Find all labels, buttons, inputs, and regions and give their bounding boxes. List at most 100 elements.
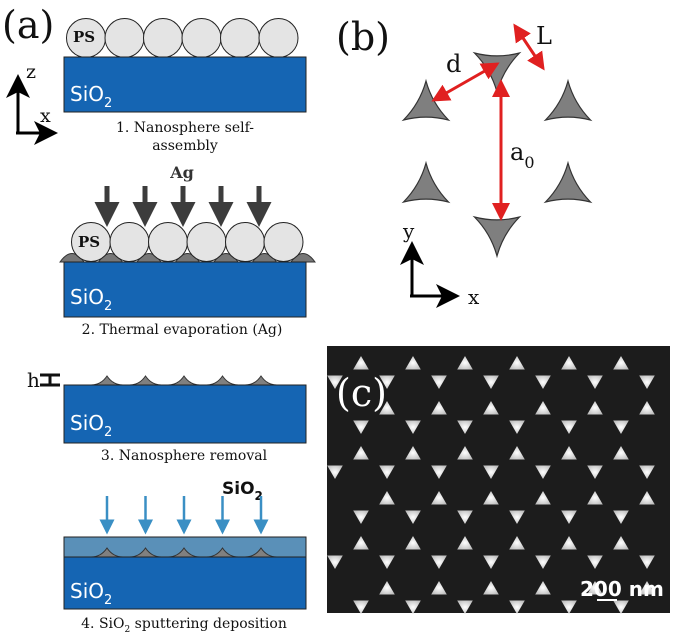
sem-nanotriangle <box>613 446 629 460</box>
panel-b-label: (b) <box>336 15 390 59</box>
sem-nanotriangle <box>535 491 551 505</box>
sem-nanotriangle <box>587 375 603 389</box>
sem-nanotriangle <box>431 555 447 569</box>
sem-nanotriangle <box>327 465 343 479</box>
substrate-3 <box>63 384 307 444</box>
ps-sphere <box>181 18 222 58</box>
sem-nanotriangle <box>535 465 551 479</box>
sem-nanotriangle <box>483 465 499 479</box>
sem-nanotriangle <box>431 491 447 505</box>
ag-nanoparticle <box>206 375 239 386</box>
substrate-1 <box>63 56 307 113</box>
sem-nanotriangle <box>457 600 473 614</box>
nanotriangle <box>401 78 451 122</box>
nanotriangle <box>543 160 593 204</box>
triangle-array <box>401 51 593 259</box>
sem-nanotriangle <box>587 491 603 505</box>
sem-nanotriangle <box>561 420 577 434</box>
substrate-4 <box>63 556 307 610</box>
sem-nanotriangle <box>639 581 655 595</box>
sem-nanotriangle <box>457 446 473 460</box>
sem-nanotriangle <box>483 581 499 595</box>
h-bracket <box>40 373 60 387</box>
panel-c-label: (c) <box>336 371 387 415</box>
sem-nanotriangle <box>379 465 395 479</box>
sem-nanotriangle <box>509 600 525 614</box>
sem-nanotriangle <box>457 420 473 434</box>
nanotriangle <box>401 160 451 204</box>
sem-nanotriangle <box>483 401 499 415</box>
sem-nanotriangle <box>483 491 499 505</box>
sem-nanotriangle <box>457 356 473 370</box>
sem-nanotriangle <box>509 536 525 550</box>
h-label: h <box>27 368 40 392</box>
substrate-label-1: SiO2 <box>70 82 112 111</box>
sem-nanotriangle <box>613 600 629 614</box>
ps-sphere <box>143 18 183 58</box>
ag-nanoparticle <box>129 375 162 386</box>
sem-nanotriangle <box>379 491 395 505</box>
sem-nanotriangle <box>379 375 395 389</box>
axis-y-label: y <box>402 219 415 243</box>
sem-nanotriangle <box>509 510 525 524</box>
axis-x-label-b: x <box>468 285 480 309</box>
ps-sphere <box>109 222 150 262</box>
sem-nanotriangle <box>353 420 369 434</box>
sio2-deposit-label: SiO2 <box>222 479 263 503</box>
step4-diagram: SiO2 SiO2 4. SiO2 sputtering deposition <box>63 479 307 635</box>
substrate-2 <box>63 261 307 318</box>
panel-c-sem-image: (c) 200 nm <box>327 346 670 614</box>
d-arrow <box>431 62 500 102</box>
sem-nanotriangle <box>405 420 421 434</box>
sem-nanotriangle <box>457 510 473 524</box>
L-label: L <box>536 22 552 50</box>
sem-nanotriangle <box>613 356 629 370</box>
step1-diagram: PS SiO2 1. Nanosphere self- assembly <box>63 18 307 154</box>
axis-z-label: z <box>26 61 36 83</box>
sem-nanotriangle <box>405 510 421 524</box>
ps-sphere <box>104 18 145 58</box>
sem-nanotriangle <box>353 600 369 614</box>
sem-nanotriangle <box>587 465 603 479</box>
sem-nanotriangle <box>353 536 369 550</box>
sem-nanotriangle <box>613 536 629 550</box>
substrate-label-3: SiO2 <box>70 411 112 440</box>
sem-nanotriangle <box>561 536 577 550</box>
panel-a: (a) z x PS SiO2 1. Nanosphere self- asse… <box>2 3 316 635</box>
step2-caption: 2. Thermal evaporation (Ag) <box>82 322 283 338</box>
sem-nanotriangle <box>431 465 447 479</box>
sem-nanotriangle <box>327 375 343 389</box>
panel-a-label: (a) <box>2 3 54 47</box>
panel-b: (b) d L a0 y x <box>336 15 593 309</box>
sem-nanotriangle <box>483 555 499 569</box>
sem-nanotriangle <box>613 510 629 524</box>
axes-yx: y x <box>400 219 480 309</box>
nanotriangle <box>543 78 593 122</box>
sem-nanotriangle <box>639 375 655 389</box>
step3-caption: 3. Nanosphere removal <box>101 448 268 464</box>
sem-nanotriangle <box>431 375 447 389</box>
sem-nanotriangle <box>405 600 421 614</box>
ps-sphere <box>225 222 265 262</box>
sem-nanotriangle <box>535 375 551 389</box>
sem-nanotriangle <box>353 446 369 460</box>
sem-nanotriangle <box>431 581 447 595</box>
sem-nanotriangle <box>561 510 577 524</box>
sem-nanotriangle <box>587 581 603 595</box>
scale-bar-label: 200 nm <box>580 577 664 601</box>
ag-nanoparticle <box>244 375 278 386</box>
ps-label-2: PS <box>78 233 100 251</box>
sem-nanotriangle <box>639 465 655 479</box>
sem-nanotriangle <box>327 555 343 569</box>
sem-nanotriangle <box>405 356 421 370</box>
step4-caption: 4. SiO2 sputtering deposition <box>81 616 287 635</box>
sem-nanotriangle <box>379 581 395 595</box>
sem-nanotriangle <box>613 420 629 434</box>
step1-caption-line2: assembly <box>152 138 218 154</box>
sem-nanotriangle <box>535 401 551 415</box>
axis-x-label: x <box>40 105 51 127</box>
sem-nanotriangle <box>353 356 369 370</box>
L-arrow <box>513 23 545 71</box>
sem-nanotriangle <box>431 401 447 415</box>
sem-nanotriangle <box>535 581 551 595</box>
